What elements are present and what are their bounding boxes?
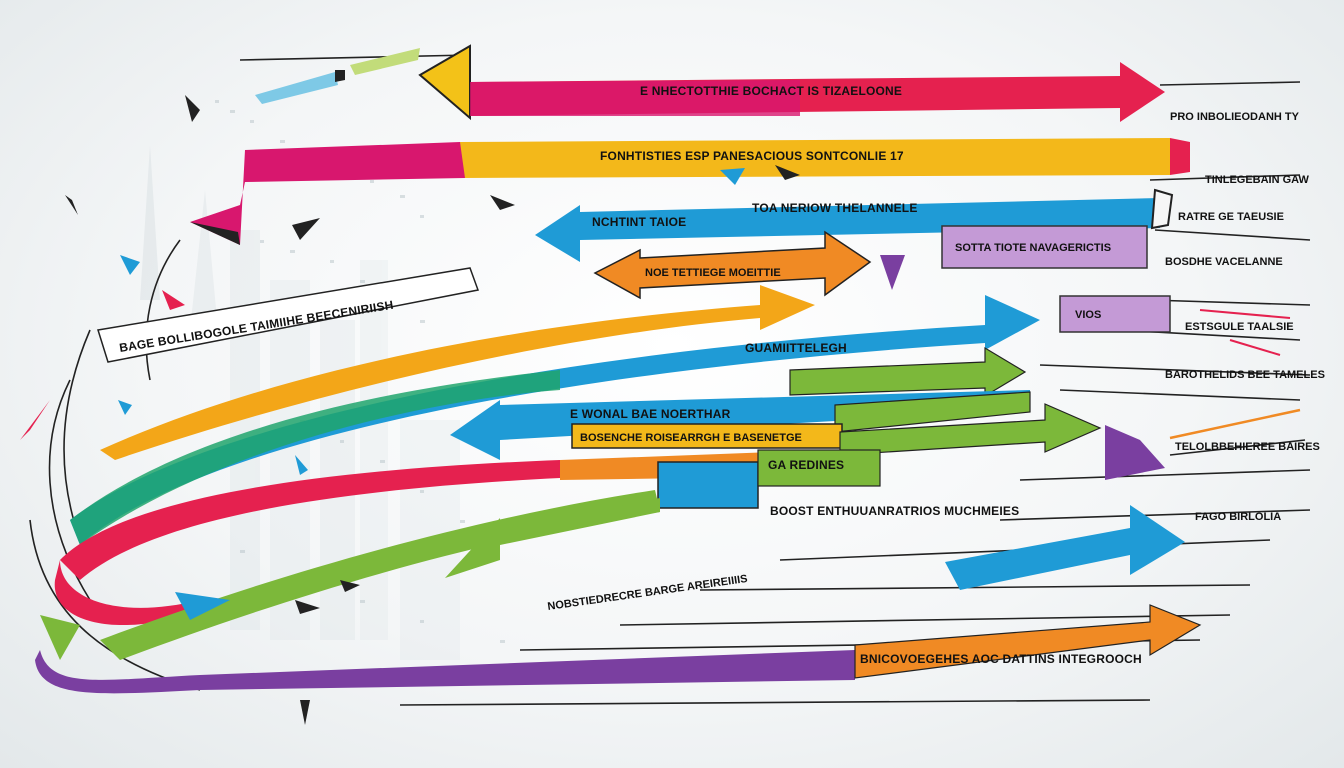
label-green-left-text: NOBSTIEDRECRE BARGE AREIREIIIIS bbox=[547, 573, 749, 613]
side-label-4: BOSDHE VACELANNE bbox=[1165, 256, 1283, 268]
label-mid-text: BOOST ENTHUUANRATRIOS MUCHMEIES bbox=[770, 504, 1019, 518]
confetti-shapes bbox=[20, 48, 800, 725]
label-blue1-left: NCHTINT TAIOE bbox=[592, 215, 686, 229]
label-top: E NHECTOTTHIE BOCHACT IS TIZAELOONE bbox=[640, 84, 902, 98]
left-label-box bbox=[97, 267, 480, 363]
yellow-band bbox=[460, 138, 1190, 178]
blue-left-arrow bbox=[535, 188, 1174, 262]
blue-right-arrow-bottom bbox=[945, 505, 1185, 590]
yellow-tag bbox=[571, 423, 843, 449]
green-band bbox=[789, 346, 1027, 398]
side-label-7: BAROTHELIDS BEE TAMELES bbox=[1165, 369, 1325, 381]
orange-sweep-arrow bbox=[100, 285, 815, 460]
label-row2: FONHTISTIES ESP PANESACIOUS SONTCONLIE 1… bbox=[600, 149, 904, 163]
purple-box bbox=[941, 225, 1148, 269]
green-right-arrow bbox=[839, 403, 1165, 480]
green-left-arrow bbox=[100, 490, 660, 660]
side-label-1: PRO INBOLIEODANH TY bbox=[1170, 111, 1300, 123]
side-label-8: TELOLBBEHIEREE BAIRES bbox=[1175, 441, 1320, 453]
orange-double-arrow bbox=[593, 230, 905, 300]
label-blue3: E WONAL BAE NOERTHAR bbox=[570, 407, 731, 421]
blue-sweep-arrow bbox=[70, 295, 1040, 545]
label-blue-box: GA REDINES bbox=[768, 458, 844, 472]
side-label-3: RATRE GE TAEUSIE bbox=[1178, 211, 1284, 223]
side-color-marks bbox=[1059, 295, 1301, 440]
purple-bottom-band bbox=[35, 592, 1202, 694]
top-red-arrow bbox=[418, 44, 1165, 122]
side-label-9: FAGO BIRLOLIA bbox=[1195, 511, 1281, 523]
label-purple-box: SOTTA TIOTE NAVAGERICTIS bbox=[955, 242, 1111, 254]
label-yellow-tag: BOSENCHE ROISEARRGH E BASENETGE bbox=[580, 432, 802, 444]
side-label-6: ESTSGULE TAALSIE bbox=[1185, 321, 1294, 333]
blue-box bbox=[657, 449, 881, 509]
label-blue1-right: TOA NERIOW THELANNELE bbox=[752, 201, 918, 215]
label-blue2: GUAMIITTELEGH bbox=[745, 341, 847, 355]
side-label-2: TINLEGEBAIN GAW bbox=[1205, 174, 1310, 186]
magenta-left-arrow bbox=[190, 142, 465, 245]
label-orange-small: NOE TETTIEGE MOEITTIE bbox=[645, 267, 781, 279]
label-bottom-orange: BNICOVOEGEHES AOC DATTINS INTEGROOCH bbox=[860, 652, 1142, 666]
side-label-5: VIOS bbox=[1075, 309, 1101, 321]
